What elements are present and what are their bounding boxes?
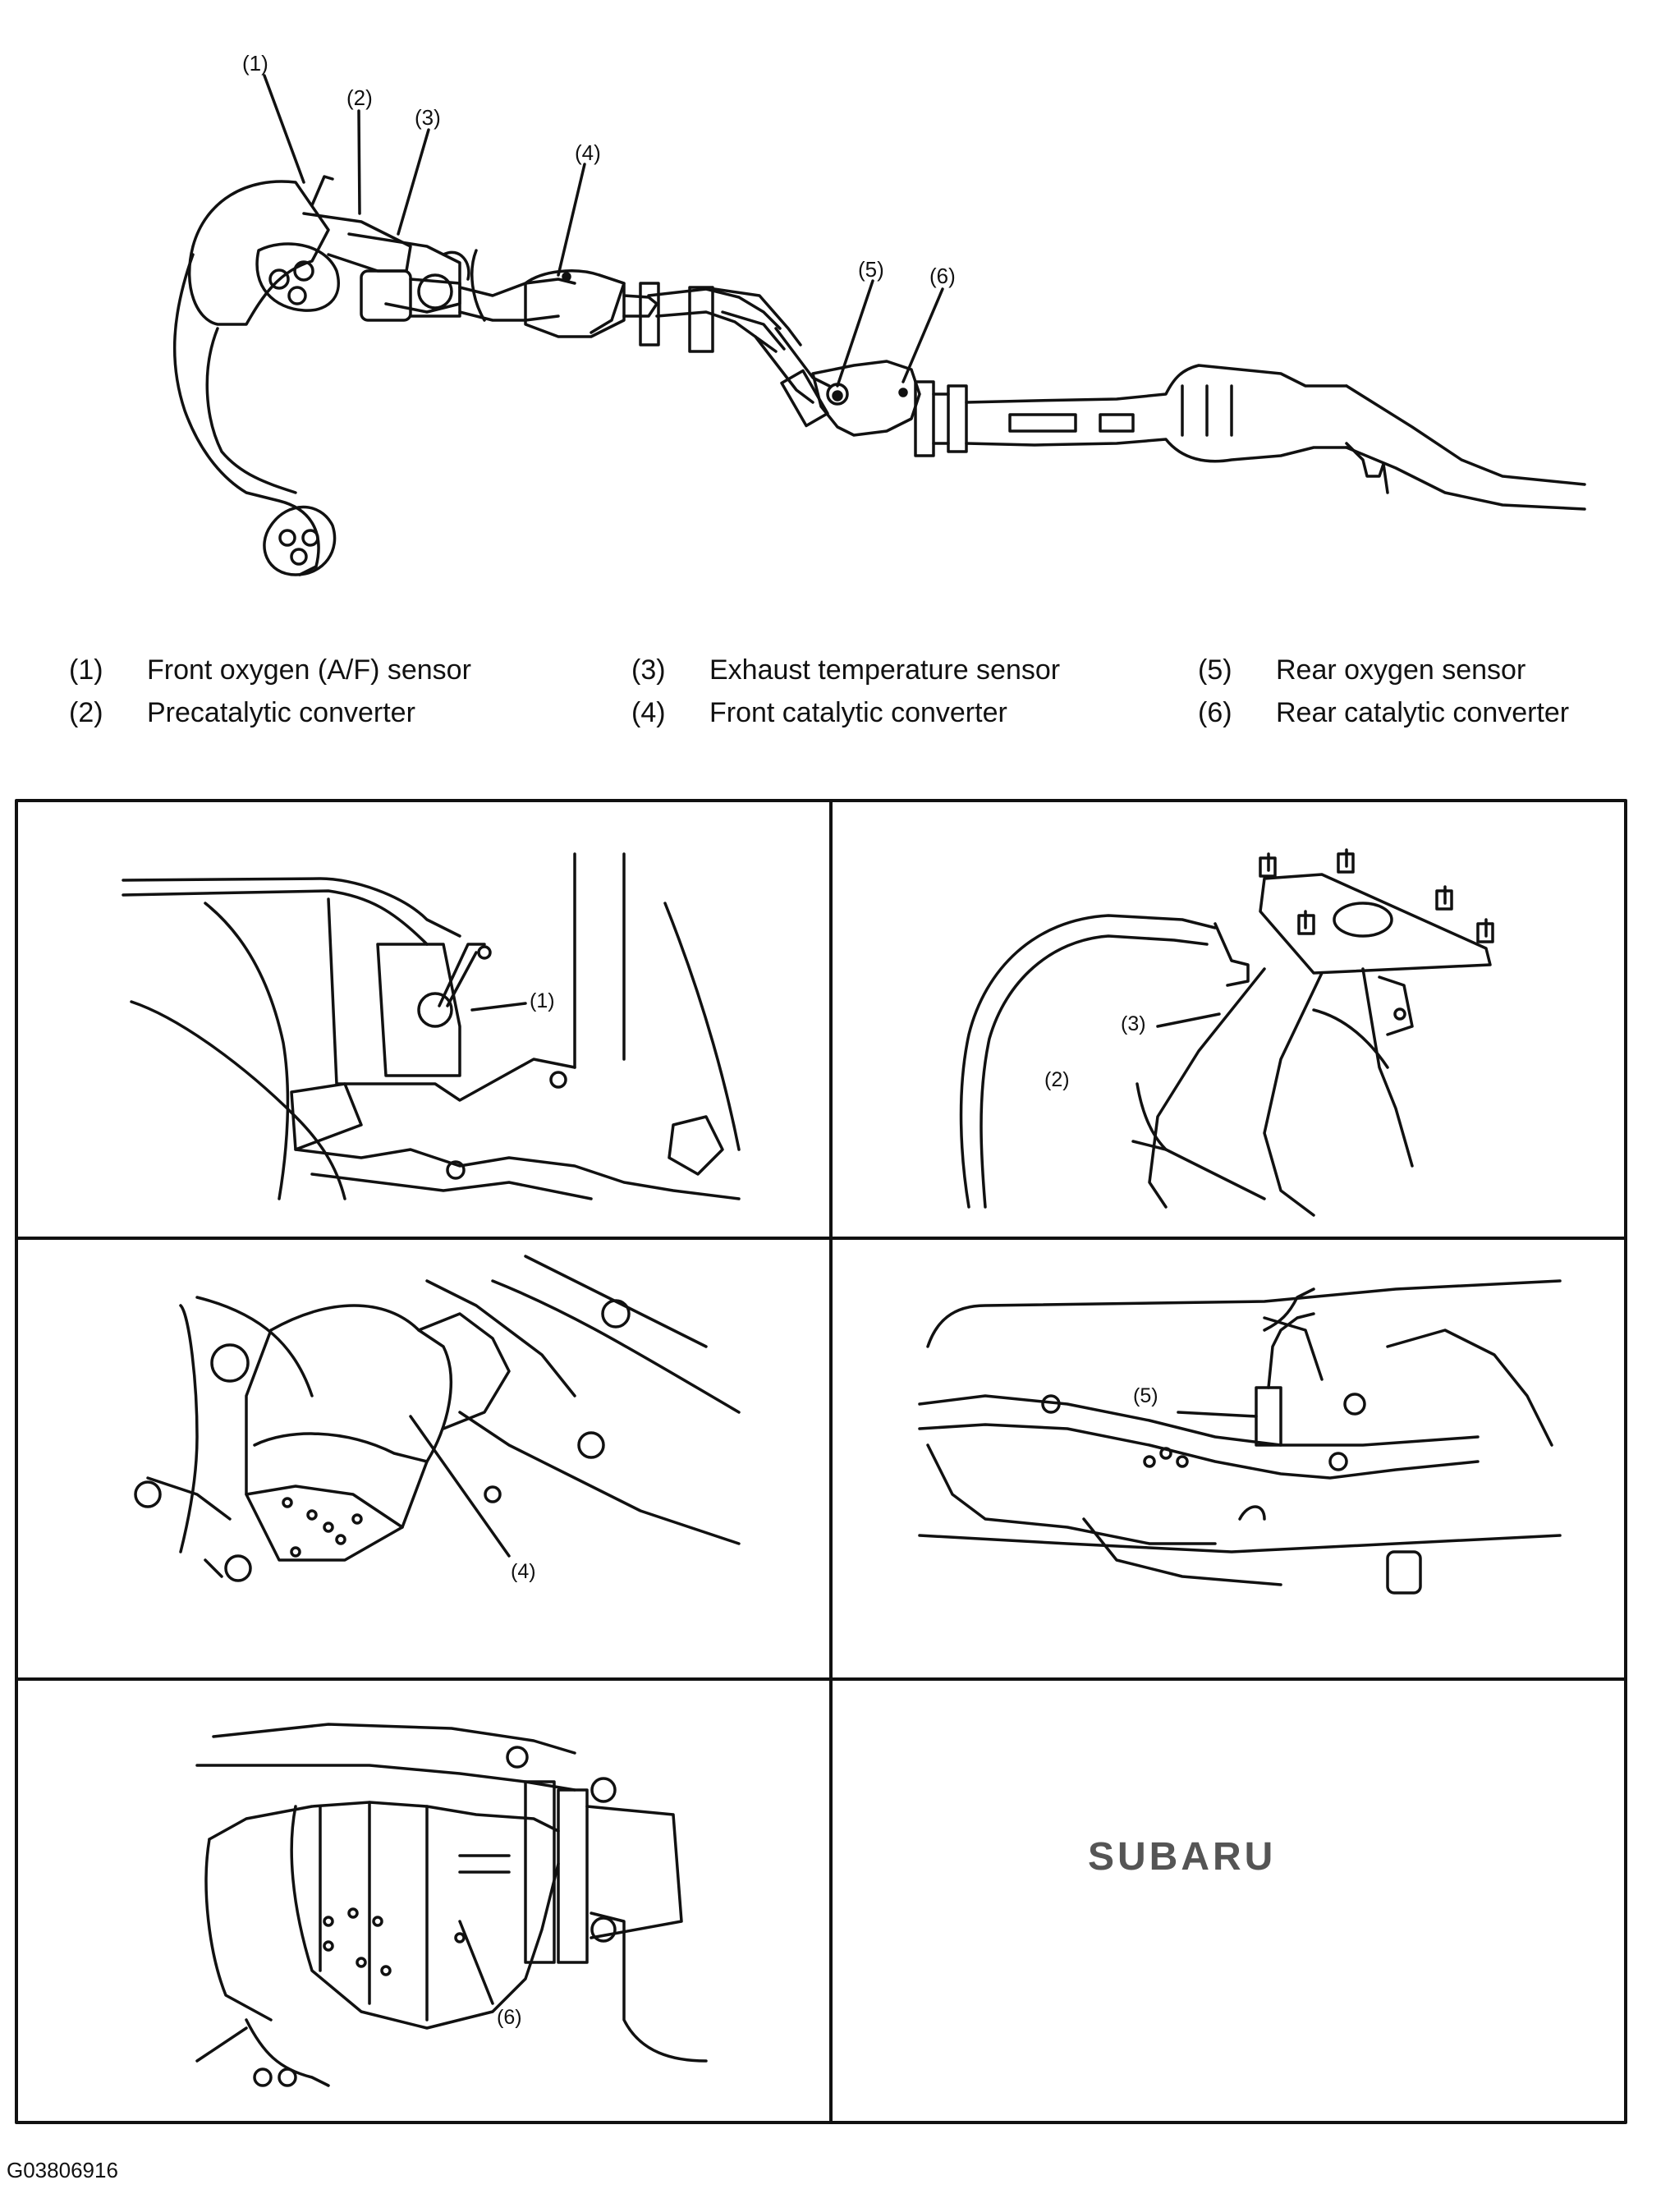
panel-3-label: (4) [511, 1560, 536, 1583]
panel-2-label-2: (2) [1044, 1068, 1070, 1091]
panel-front-catalytic-converter [134, 1255, 741, 1582]
panel-4-label: (5) [1133, 1384, 1158, 1407]
panel-rear-catalytic-converter [195, 1723, 708, 2087]
panel-callouts: (1) (3) (2) (4) (5) (6) [497, 989, 1158, 2029]
callout-5: (5) [858, 257, 884, 282]
exhaust-system-overview [172, 74, 1586, 576]
subaru-logo: SUBARU [1088, 1835, 1276, 1879]
callout-1: (1) [242, 51, 268, 76]
legend-num: (2) [69, 697, 103, 728]
legend-text: Rear oxygen sensor [1276, 654, 1526, 686]
callout-4: (4) [575, 140, 601, 165]
panel-rear-oxygen-sensor [918, 1279, 1562, 1595]
panel-5-label: (6) [497, 2006, 522, 2029]
legend-num: (1) [69, 654, 103, 686]
legend: (1) Front oxygen (A/F) sensor (3) Exhaus… [69, 649, 1613, 739]
legend-num: (6) [1198, 697, 1232, 728]
callout-6: (6) [929, 264, 956, 288]
legend-text: Precatalytic converter [147, 697, 415, 728]
overview-callouts: (1) (2) (3) (4) (5) (6) [242, 51, 956, 288]
legend-text: Rear catalytic converter [1276, 697, 1570, 728]
panel-2-label-3: (3) [1121, 1012, 1146, 1035]
legend-text: Front catalytic converter [709, 697, 1007, 728]
legend-text: Exhaust temperature sensor [709, 654, 1061, 686]
panel-front-oxygen-sensor [122, 852, 741, 1200]
figure-id: G03806916 [7, 2158, 118, 2182]
legend-num: (3) [631, 654, 666, 686]
panel-exhaust-temperature-sensor [959, 848, 1494, 1217]
legend-num: (5) [1198, 654, 1232, 686]
legend-text: Front oxygen (A/F) sensor [147, 654, 471, 686]
callout-3: (3) [415, 105, 441, 130]
svg-text:SUBARU: SUBARU [1088, 1835, 1276, 1879]
panel-grid [15, 799, 1627, 2124]
panel-1-label: (1) [530, 989, 555, 1012]
callout-2: (2) [346, 85, 373, 110]
legend-num: (4) [631, 697, 666, 728]
